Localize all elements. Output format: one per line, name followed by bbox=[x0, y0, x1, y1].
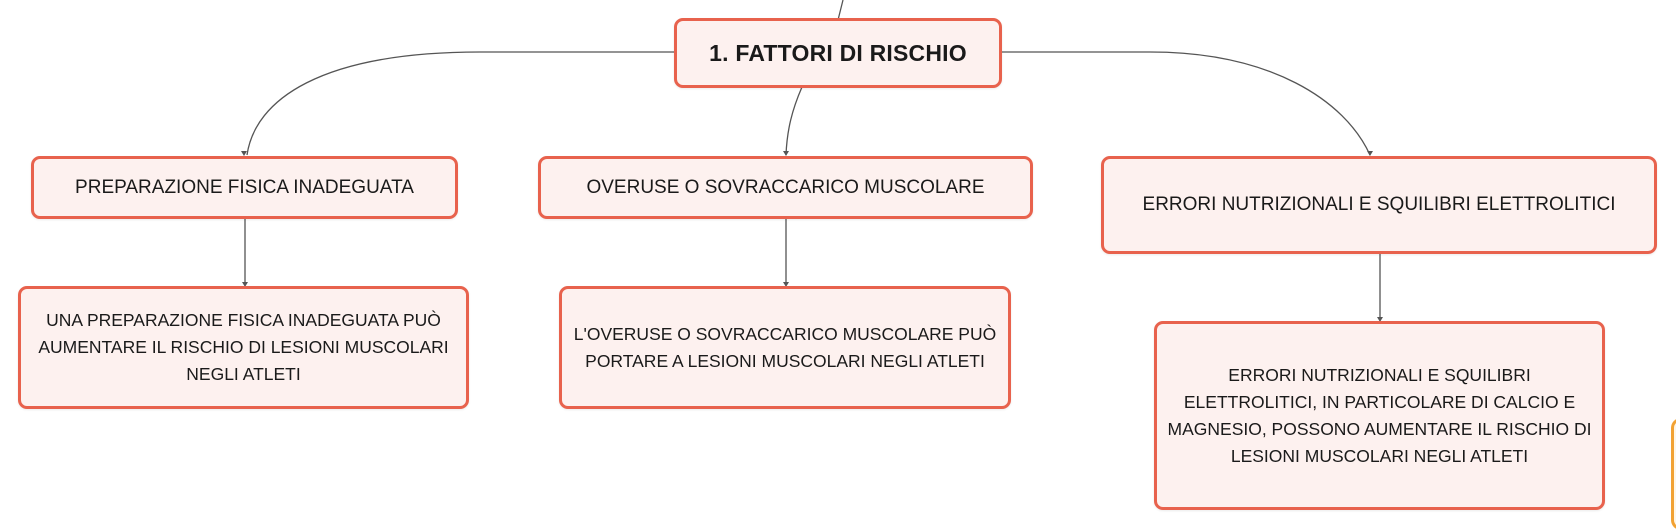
branch-node-label: PREPARAZIONE FISICA INADEGUATA bbox=[75, 176, 414, 198]
arrowhead-branch-1 bbox=[241, 151, 247, 156]
branch-node-preparazione[interactable]: PREPARAZIONE FISICA INADEGUATA bbox=[31, 156, 458, 219]
side-panel-tab[interactable] bbox=[1671, 418, 1676, 530]
description-node-overuse[interactable]: L'OVERUSE O SOVRACCARICO MUSCOLARE PUÒ P… bbox=[559, 286, 1011, 409]
arrowhead-desc-3 bbox=[1377, 317, 1383, 322]
arrowhead-desc-1 bbox=[242, 282, 248, 287]
arrowhead-branch-3 bbox=[1367, 151, 1373, 156]
connector-root-to-branch-3 bbox=[1000, 51, 1371, 156]
branch-node-errori-nutrizionali[interactable]: ERRORI NUTRIZIONALI E SQUILIBRI ELETTROL… bbox=[1101, 156, 1657, 254]
root-node-label: 1. FATTORI DI RISCHIO bbox=[709, 39, 967, 66]
root-node[interactable]: 1. FATTORI DI RISCHIO bbox=[674, 18, 1002, 88]
description-node-preparazione[interactable]: UNA PREPARAZIONE FISICA INADEGUATA PUÒ A… bbox=[18, 286, 469, 409]
description-text: ERRORI NUTRIZIONALI E SQUILIBRI ELETTROL… bbox=[1167, 364, 1592, 466]
branch-node-label: OVERUSE O SOVRACCARICO MUSCOLARE bbox=[586, 176, 985, 198]
arrowhead-branch-2 bbox=[783, 151, 789, 156]
connector-root-to-branch-1 bbox=[246, 51, 675, 156]
arrowhead-desc-2 bbox=[783, 282, 789, 287]
description-text: L'OVERUSE O SOVRACCARICO MUSCOLARE PUÒ P… bbox=[573, 323, 997, 371]
description-node-errori-nutrizionali[interactable]: ERRORI NUTRIZIONALI E SQUILIBRI ELETTROL… bbox=[1154, 321, 1605, 510]
branch-node-overuse[interactable]: OVERUSE O SOVRACCARICO MUSCOLARE bbox=[538, 156, 1033, 219]
branch-node-label: ERRORI NUTRIZIONALI E SQUILIBRI ELETTROL… bbox=[1142, 194, 1616, 215]
description-text: UNA PREPARAZIONE FISICA INADEGUATA PUÒ A… bbox=[38, 310, 449, 384]
connector-root-to-branch-2 bbox=[785, 86, 803, 156]
connector-incoming-root bbox=[837, 0, 844, 21]
